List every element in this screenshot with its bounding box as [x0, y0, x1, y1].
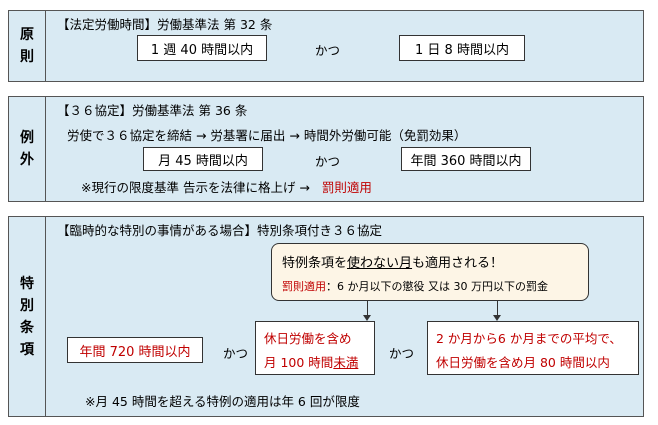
- exception-note-text: ※現行の限度基準 告示を法律に格上げ →: [81, 180, 310, 195]
- callout-line2: 罰則適用：6 か月以下の懲役 又は 30 万円以下の罰金: [282, 278, 548, 294]
- exception-monthly-limit: 月 45 時間以内: [143, 147, 263, 171]
- exception-connector: かつ: [315, 154, 341, 169]
- special-annual-limit: 年間 720 時間以内: [67, 337, 203, 363]
- arrow-to-average-box: [497, 301, 498, 317]
- callout-emphasis: 使わない: [347, 256, 400, 271]
- callout-penalty: 罰則適用: [282, 280, 326, 293]
- exception-annual-limit: 年間 360 時間以内: [401, 147, 531, 171]
- exception-flow: 労使で３６協定を締結 → 労基署に届出 → 時間外労働可能（免罰効果）: [67, 128, 467, 143]
- holiday-line1: 休日労働を含め: [264, 331, 352, 346]
- principle-heading: 【法定労働時間】労働基準法 第 32 条: [57, 17, 273, 32]
- exception-heading: 【３６協定】労働基準法 第 36 条: [57, 103, 248, 118]
- special-panel: 特 別 条 項 【臨時的な特別の事情がある場合】特別条項付き３６協定 特例条項を…: [8, 216, 644, 417]
- average-line1: 2 か月から6 か月までの平均で、: [436, 331, 622, 346]
- exception-label-char: 例: [20, 130, 34, 146]
- exception-note-penalty: 罰則適用: [321, 180, 372, 195]
- callout-text: も適用される！: [412, 256, 504, 271]
- principle-weekly-limit: 1 週 40 時間以内: [137, 35, 267, 61]
- holiday-line2: 月 100 時間未満: [264, 352, 358, 371]
- special-label-char: 別: [20, 297, 34, 314]
- special-connector-2: かつ: [389, 346, 415, 361]
- arrowhead-icon: [493, 315, 501, 321]
- special-average-limit: 2 か月から6 か月までの平均で、 休日労働を含め月 80 時間以内: [427, 321, 639, 375]
- exception-label-char: 外: [20, 152, 34, 168]
- principle-label: 原 則: [9, 11, 46, 81]
- callout-text: 特例条項を: [282, 256, 348, 271]
- special-label: 特 別 条 項: [9, 217, 46, 416]
- average-line2: 休日労働を含め月 80 時間以内: [436, 355, 610, 370]
- arrowhead-icon: [363, 315, 371, 321]
- principle-label-char: 原: [20, 27, 34, 43]
- exception-panel: 例 外 【３６協定】労働基準法 第 36 条 労使で３６協定を締結 → 労基署に…: [8, 96, 644, 202]
- special-connector-1: かつ: [223, 346, 249, 361]
- callout-line1: 特例条項を使わない月も適用される！: [282, 252, 503, 271]
- principle-label-char: 則: [20, 49, 34, 65]
- special-label-char: 条: [20, 319, 34, 336]
- callout-emphasis: 月: [399, 256, 413, 271]
- special-label-char: 特: [20, 275, 34, 292]
- principle-connector: かつ: [315, 43, 341, 58]
- special-heading: 【臨時的な特別の事情がある場合】特別条項付き３６協定: [57, 223, 383, 238]
- holiday-emphasis: 未満: [333, 355, 359, 370]
- holiday-value: 月 100 時間: [264, 355, 334, 370]
- principle-daily-limit: 1 日 8 時間以内: [399, 35, 525, 61]
- arrow-to-holiday-box: [367, 301, 368, 317]
- callout-penalty-detail: ：6 か月以下の懲役 又は 30 万円以下の罰金: [326, 280, 548, 293]
- special-label-char: 項: [20, 341, 34, 358]
- exception-label: 例 外: [9, 97, 46, 201]
- principle-panel: 原 則 【法定労働時間】労働基準法 第 32 条 1 週 40 時間以内 かつ …: [8, 10, 644, 82]
- special-footnote: ※月 45 時間を超える特例の適用は年 6 回が限度: [85, 394, 360, 409]
- special-holiday-limit: 休日労働を含め 月 100 時間未満: [255, 321, 375, 375]
- exception-note: ※現行の限度基準 告示を法律に格上げ → 罰則適用: [81, 177, 372, 196]
- special-callout: 特例条項を使わない月も適用される！ 罰則適用：6 か月以下の懲役 又は 30 万…: [271, 243, 589, 301]
